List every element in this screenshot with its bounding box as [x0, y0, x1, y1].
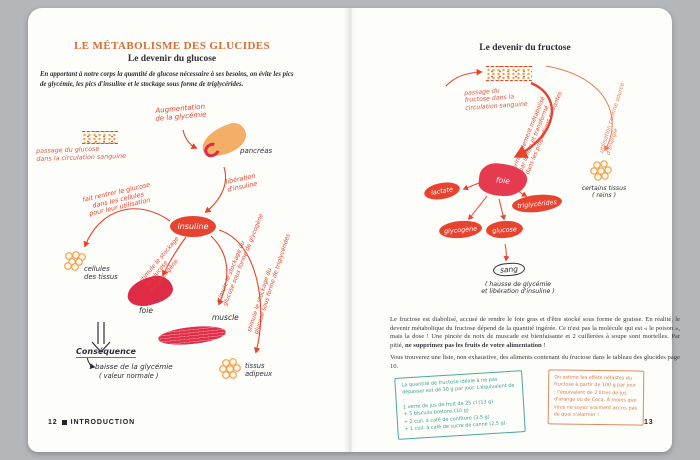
list-reference-paragraph: Vous trouverez une liste, non exhaustive…	[390, 354, 680, 370]
vessel-caption-right: passage du fructose dans la circulation …	[464, 87, 528, 112]
tissues-cells-icon-right	[590, 160, 612, 181]
blood-vessel-icon-right	[486, 66, 532, 81]
tissues-label-right: certains tissus ( reins )	[581, 185, 627, 200]
intro-paragraph: En apportant à notre corps la quantité d…	[40, 71, 294, 88]
consequence-note: ( valeur normale )	[99, 372, 159, 380]
consequence-title: Conséquence	[76, 347, 136, 358]
vessel-caption: passage du glucose dans la circulation s…	[35, 144, 127, 163]
right-page-footer: 13	[644, 419, 654, 426]
insulin-node: insuline	[170, 216, 216, 237]
consequence-text: baisse de la glycémie	[95, 362, 173, 371]
paragraph-start: Le fructose est diabolisé, accusé de ren…	[390, 316, 680, 350]
left-page-subtitle: Le devenir du glucose	[127, 54, 217, 64]
pancreas-label: pancréas	[240, 147, 273, 155]
left-page-number: 12	[48, 419, 58, 426]
adipose-cells-icon	[219, 358, 241, 379]
liver-label: foie	[139, 306, 153, 315]
fructose-warning-box: On estime les effets néfastes du fructos…	[547, 369, 645, 426]
right-page-number: 13	[644, 419, 654, 426]
right-page-title: Le devenir du fructose	[479, 43, 571, 53]
tissue-cells-icon	[64, 251, 86, 271]
muscle-label: muscle	[212, 313, 239, 322]
paragraph-end: !	[541, 342, 546, 350]
section-marker-icon	[61, 420, 67, 425]
left-page-title: LE MÉTABOLISME DES GLUCIDES	[73, 40, 271, 52]
cells-label: cellules des tissus	[84, 265, 118, 282]
book-spine	[344, 8, 358, 452]
fructose-tip-box: La quantité de fructose idéale à ne pas …	[394, 370, 526, 440]
blood-vessel-icon	[82, 131, 118, 144]
left-page-footer: 12 INTRODUCTION	[48, 419, 135, 426]
liver-label-right: foie	[495, 174, 511, 186]
adipose-label: tissus adipeux	[245, 362, 273, 379]
blood-note: ( hausse de glycémie et libération d'ins…	[481, 281, 555, 296]
fructose-paragraph: Le fructose est diabolisé, accusé de ren…	[390, 316, 680, 351]
section-name: INTRODUCTION	[70, 419, 136, 426]
paragraph-bold: ne supprimez pas les fruits de votre ali…	[405, 342, 542, 350]
